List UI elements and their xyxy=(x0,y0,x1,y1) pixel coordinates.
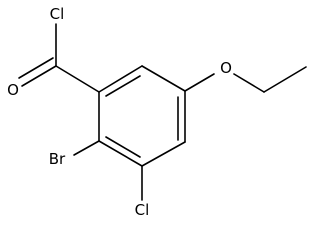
bond-ring-br xyxy=(73,140,100,156)
atom-label-acyl-cl: Cl xyxy=(50,5,65,23)
ring-bond-c1-c2 xyxy=(98,65,143,93)
bromo-substituent: Br xyxy=(49,140,100,168)
atom-label-carbonyl-o: O xyxy=(7,81,19,99)
bond-carbonyl-double-inner xyxy=(18,57,54,79)
ring-bond-c5-c6-inner xyxy=(105,136,141,158)
atom-label-ether-o: O xyxy=(220,59,232,77)
benzene-ring xyxy=(98,65,186,167)
bond-ring-ether-o xyxy=(184,73,215,92)
ring-bond-c5-c6 xyxy=(98,140,143,167)
ring-bond-c4-c5 xyxy=(141,141,186,167)
atom-label-br: Br xyxy=(49,150,66,168)
bond-ring-carbonyl-c xyxy=(55,65,100,93)
acyl-chloride-group: Cl O xyxy=(7,5,100,99)
ring-bond-c1-c2-inner xyxy=(105,75,141,97)
bond-ch2-ch3 xyxy=(263,66,307,93)
atom-label-ring-cl: Cl xyxy=(135,201,150,219)
bond-ether-o-ch2 xyxy=(233,73,265,93)
ethoxy-group: O xyxy=(184,59,307,93)
chloro-substituent: Cl xyxy=(135,165,150,219)
ring-bond-c2-c3 xyxy=(141,65,186,92)
bond-carbonyl-double-outer xyxy=(21,65,57,87)
chemical-structure-diagram: Cl O O Br Cl xyxy=(7,5,307,219)
